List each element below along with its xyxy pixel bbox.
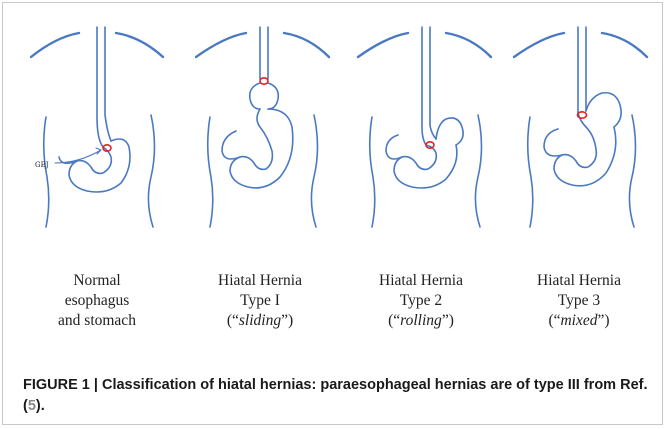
caption-term: sliding (239, 312, 281, 329)
figure-frame: GEJ (2, 2, 663, 425)
body-wall-left (528, 117, 533, 227)
normal-stomach-illustration: GEJ (21, 27, 171, 227)
diaphragm-left (358, 33, 408, 57)
caption-quote: (“mixed”) (504, 311, 654, 331)
caption-line: Hiatal Hernia (346, 271, 496, 291)
caption-quote: (“sliding”) (185, 311, 335, 331)
hernia-sac (436, 118, 463, 145)
esophagus-left (97, 27, 103, 147)
stomach-inner (386, 135, 402, 159)
caption-term: rolling (400, 312, 442, 329)
caption-type2: Hiatal Hernia Type 2 (“rolling”) (346, 271, 496, 331)
diaphragm-right (284, 33, 329, 57)
esophagus-right (105, 27, 111, 141)
reference-link[interactable]: 5 (28, 398, 36, 414)
caption-line: Type 3 (504, 291, 654, 311)
diaphragm-right (446, 33, 491, 57)
panel-type2 (346, 27, 496, 227)
figure-caption: FIGURE 1 | Classification of hiatal hern… (23, 375, 653, 417)
body-wall-left (44, 117, 49, 227)
diaphragm-left (196, 33, 246, 57)
caption-line: and stomach (22, 311, 172, 331)
hernia-sac (586, 93, 621, 127)
stomach-inner (222, 131, 240, 159)
caption-line: Type 2 (346, 291, 496, 311)
figure-caption-text: FIGURE 1 | Classification of hiatal hern… (23, 377, 648, 414)
caption-term: mixed (560, 312, 597, 329)
body-wall-right (148, 115, 154, 227)
caption-normal: Normal esophagus and stomach (22, 271, 172, 331)
stomach-inner (544, 129, 562, 156)
gej-label: GEJ (35, 161, 49, 169)
diaphragm-left (514, 33, 564, 57)
caption-line: Type I (185, 291, 335, 311)
stomach-outline (69, 139, 130, 192)
body-wall-left (208, 117, 213, 227)
body-wall-right (311, 115, 317, 227)
caption-line: Hiatal Hernia (504, 271, 654, 291)
hernia-sac (250, 83, 279, 109)
body-wall-right (629, 115, 635, 227)
type2-illustration (346, 27, 496, 227)
caption-type1: Hiatal Hernia Type I (“sliding”) (185, 271, 335, 331)
gej-marker (260, 78, 268, 84)
body-wall-left (370, 117, 375, 227)
figure-caption-end: ). (36, 398, 45, 414)
stomach-outline (230, 109, 293, 188)
diaphragm-right (602, 33, 647, 57)
panel-type1 (184, 27, 334, 227)
body-wall-right (475, 115, 481, 227)
caption-line: Hiatal Hernia (185, 271, 335, 291)
esophagus-right (430, 27, 436, 139)
caption-line: Normal (22, 271, 172, 291)
type1-illustration (184, 27, 334, 227)
diaphragm-left (31, 33, 79, 57)
panel-normal: GEJ (21, 27, 171, 227)
diaphragm-right (116, 33, 163, 57)
caption-type3: Hiatal Hernia Type 3 (“mixed”) (504, 271, 654, 331)
caption-quote: (“rolling”) (346, 311, 496, 331)
type3-illustration (506, 27, 656, 227)
stomach-outline (554, 113, 616, 186)
esophagus-left (422, 27, 426, 145)
stomach-outline (394, 145, 457, 188)
caption-line: esophagus (22, 291, 172, 311)
panel-type3 (506, 27, 656, 227)
